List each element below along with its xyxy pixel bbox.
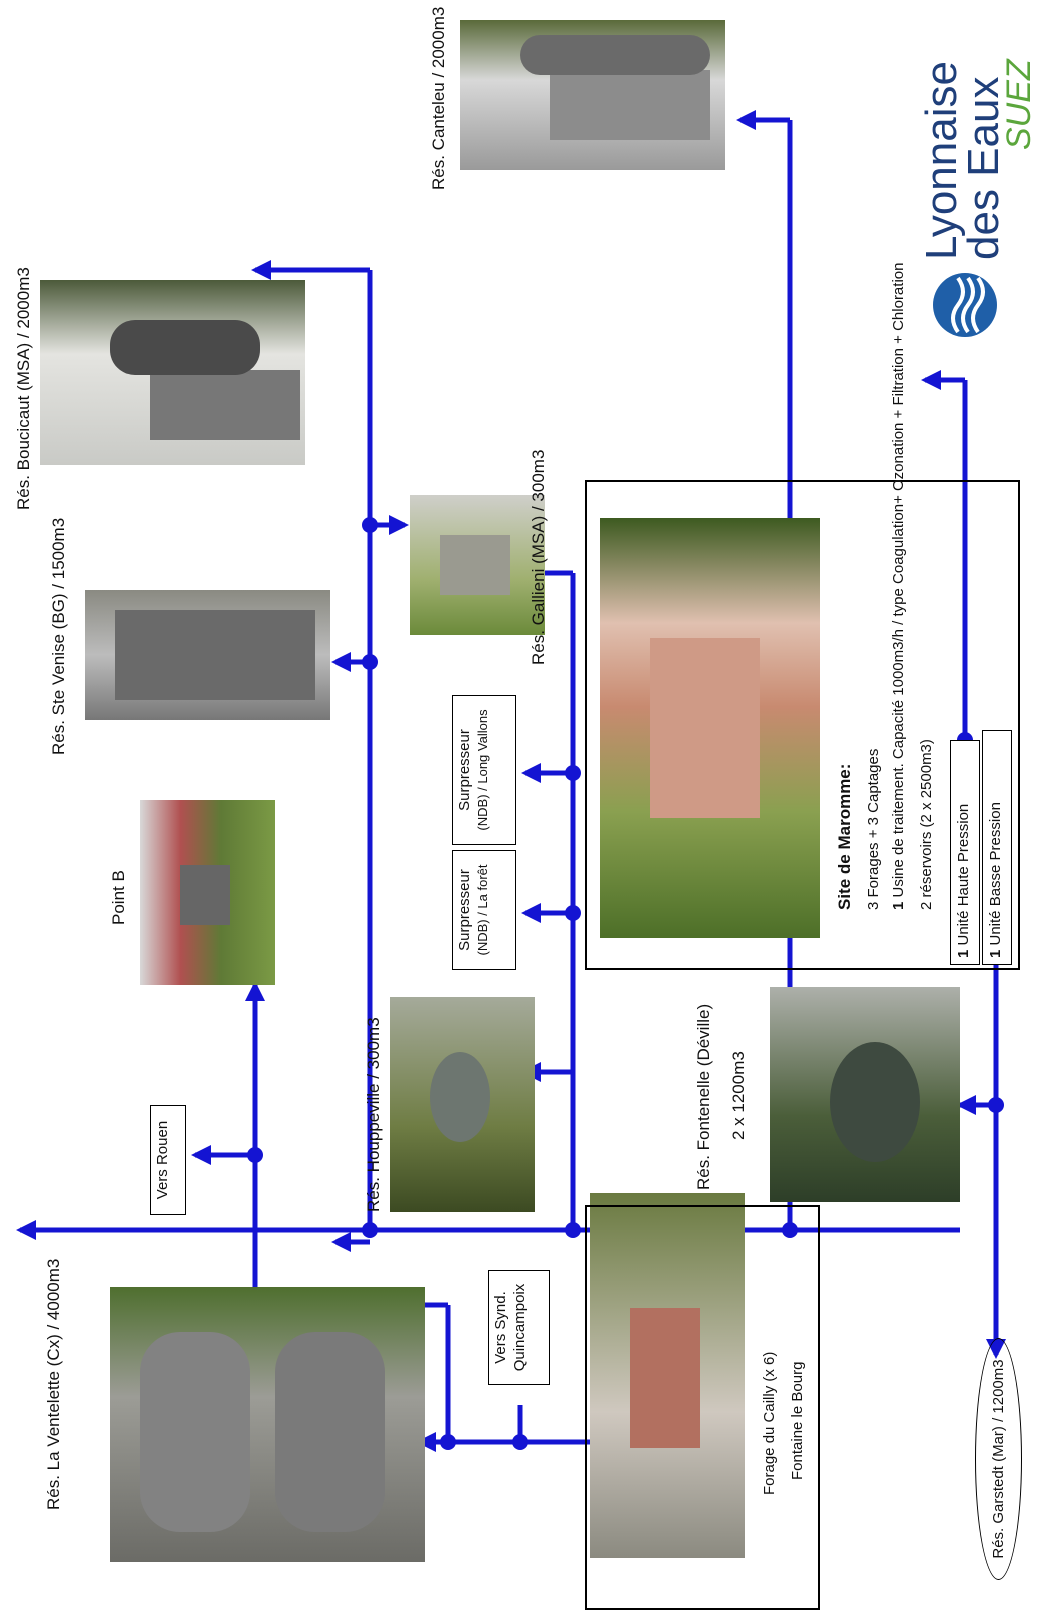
- wave-logo-icon: [933, 273, 997, 337]
- photo-boucicaut: [40, 280, 305, 465]
- label-vers-synd: Vers Synd. Quincampoix: [488, 1270, 550, 1385]
- label-forage-2: Fontaine le Bourg: [789, 1361, 806, 1480]
- label-fontenelle-2: 2 x 1200m3: [729, 1051, 748, 1140]
- photo-houppeville: [390, 997, 535, 1212]
- photo-canteleu: [460, 20, 725, 170]
- site-title: Site de Maromme:: [835, 763, 854, 910]
- unit-high-pressure: 1 Unité Haute Pression: [950, 740, 980, 965]
- label-gallieni: Rés. Gallieni (MSA) / 300m3: [529, 449, 548, 665]
- label-fontenelle-1: Rés. Fontenelle (Déville): [694, 1003, 713, 1190]
- site-line-2: 1 Usine de traitement. Capacité 1000m3/h…: [890, 262, 907, 910]
- label-ste-venise: Rés. Ste Venise (BG) / 1500m3: [49, 517, 68, 755]
- label-forage-1: Forage du Cailly (x 6): [761, 1351, 778, 1495]
- surpresseur-long-vallons: Surpresseur (NDB) / Long Vallons: [452, 695, 516, 845]
- label-boucicaut: Rés. Boucicaut (MSA) / 2000m3: [14, 267, 33, 510]
- photo-gallieni: [410, 495, 545, 635]
- site-line-3: 2 réservoirs (2 x 2500m3): [918, 739, 935, 910]
- label-vers-rouen: Vers Rouen: [150, 1105, 186, 1215]
- photo-fontenelle: [770, 987, 960, 1202]
- suez-logo-text: SUEZ: [1000, 59, 1038, 150]
- label-point-b: Point B: [109, 870, 128, 925]
- photo-ventelette: [110, 1287, 425, 1562]
- label-ventelette: Rés. La Ventelette (Cx) / 4000m3: [44, 1258, 63, 1510]
- unit-low-pressure: 1 Unité Basse Pression: [982, 730, 1012, 965]
- logo-lyonnaise-des-eaux: Lyonnaise des Eaux SUEZ: [900, 40, 1040, 340]
- surpresseur-la-foret: Surpresseur (NDB) / La forêt: [452, 850, 516, 970]
- photo-point-b: [140, 800, 275, 985]
- label-garstedt: Rés. Garstedt (Mar) / 1200m3: [975, 1338, 1022, 1580]
- photo-ste-venise: [85, 590, 330, 720]
- label-houppeville: Rés. Houppeville / 300m3: [364, 1017, 383, 1212]
- site-line-1: 3 Forages + 3 Captages: [865, 748, 882, 910]
- label-canteleu: Rés. Canteleu / 2000m3: [429, 6, 448, 190]
- forage-frame: [585, 1205, 820, 1610]
